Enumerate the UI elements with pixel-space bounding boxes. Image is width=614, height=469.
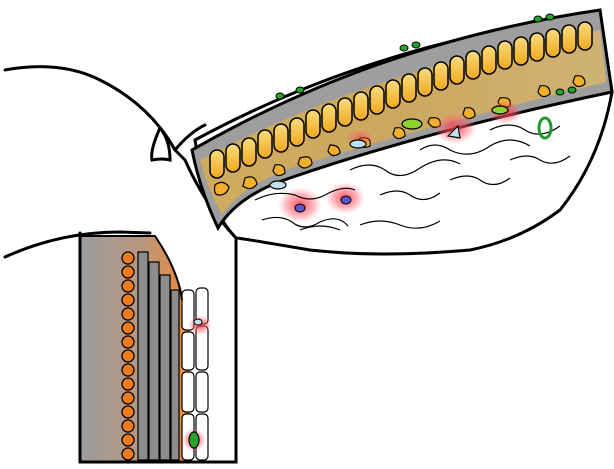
stem-cross-section bbox=[80, 236, 236, 462]
orange-cells bbox=[122, 252, 134, 460]
chloroplast-icon bbox=[189, 432, 199, 448]
bud-shape bbox=[152, 128, 170, 160]
leaf-cross-section bbox=[192, 10, 612, 254]
